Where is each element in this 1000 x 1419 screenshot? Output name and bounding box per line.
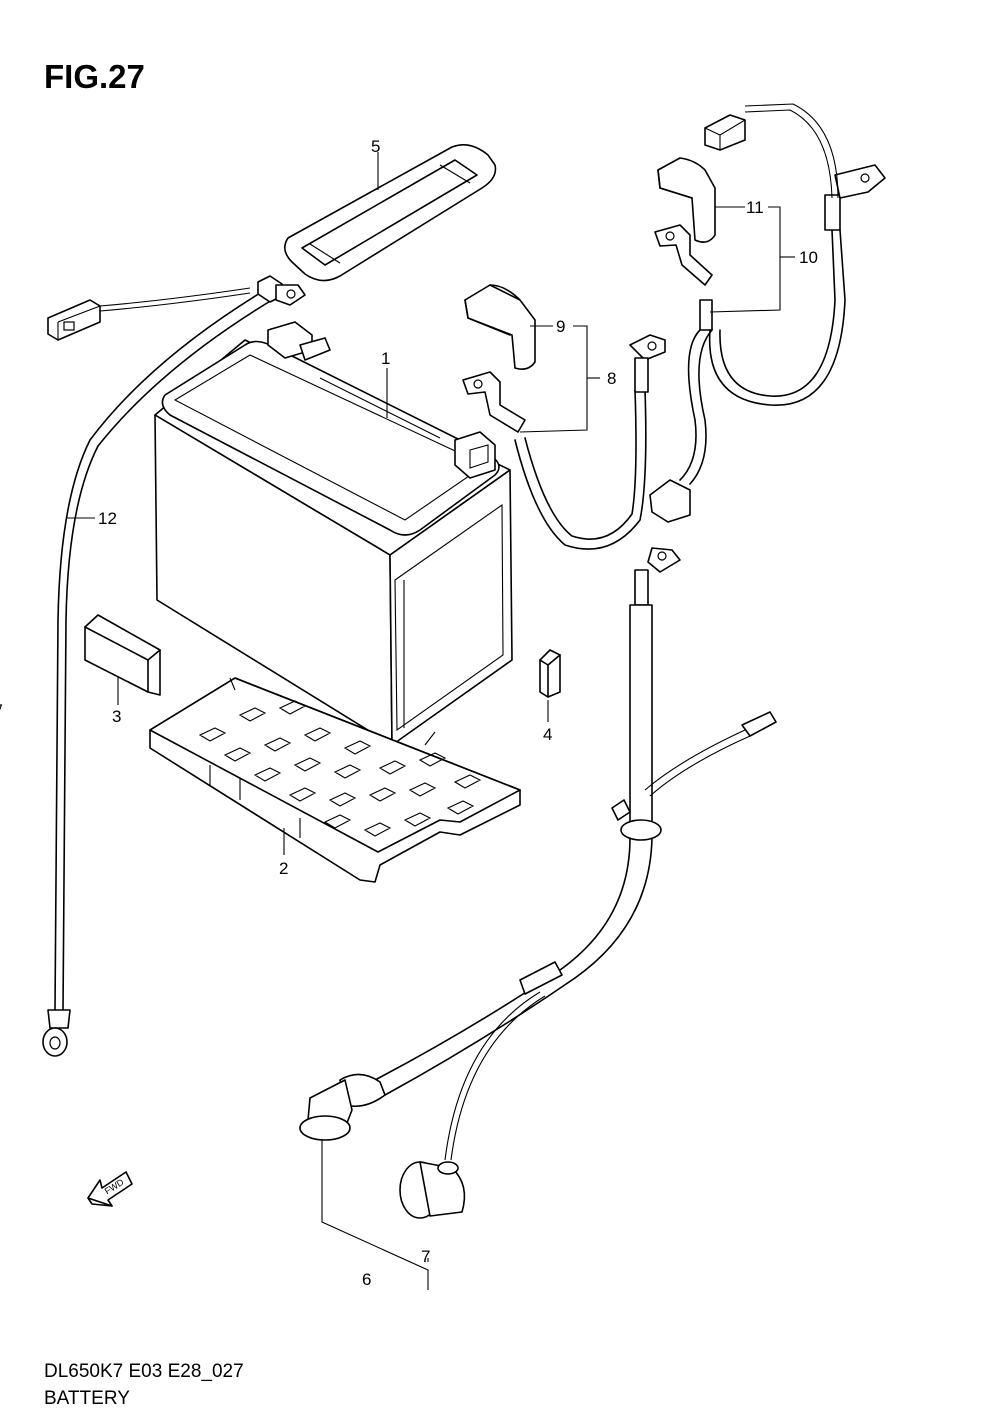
- clamp-part-7[interactable]: [399, 1161, 466, 1219]
- leader-lines: [66, 152, 795, 1290]
- fwd-arrow-icon: FWD: [87, 1171, 133, 1207]
- battery-part-1[interactable]: [154, 321, 513, 746]
- callout-11: 11: [746, 198, 764, 217]
- label-part-3[interactable]: [84, 614, 161, 696]
- callout-9: 9: [556, 317, 565, 336]
- callout-10: 10: [799, 248, 818, 267]
- callout-6: 6: [362, 1270, 371, 1289]
- battery-cable-part-8[interactable]: [462, 334, 666, 550]
- terminal-cover-part-9[interactable]: [464, 284, 536, 370]
- small-label-part-4[interactable]: [539, 649, 561, 698]
- callout-8: 8: [607, 369, 616, 388]
- callout-4: 4: [543, 725, 552, 744]
- callout-7: 7: [421, 1247, 430, 1266]
- callout-2: 2: [279, 859, 288, 878]
- battery-tray-part-2[interactable]: [0, 677, 521, 883]
- diagram-code: DL650K7 E03 E28_027: [44, 1361, 244, 1382]
- callout-1: 1: [381, 349, 390, 368]
- callout-3: 3: [112, 707, 121, 726]
- callout-5: 5: [371, 137, 380, 156]
- battery-strap-part-5[interactable]: [284, 144, 497, 282]
- cable-part-12[interactable]: [42, 275, 306, 1057]
- figure-title: FIG.27: [44, 58, 145, 95]
- battery-cable-part-10[interactable]: [649, 103, 886, 523]
- ground-cable-part-6[interactable]: [299, 547, 777, 1161]
- terminal-cover-part-11[interactable]: [657, 157, 716, 243]
- tray-holes: [0, 704, 3, 718]
- callout-12: 12: [98, 509, 117, 528]
- section-name: BATTERY: [44, 1388, 130, 1409]
